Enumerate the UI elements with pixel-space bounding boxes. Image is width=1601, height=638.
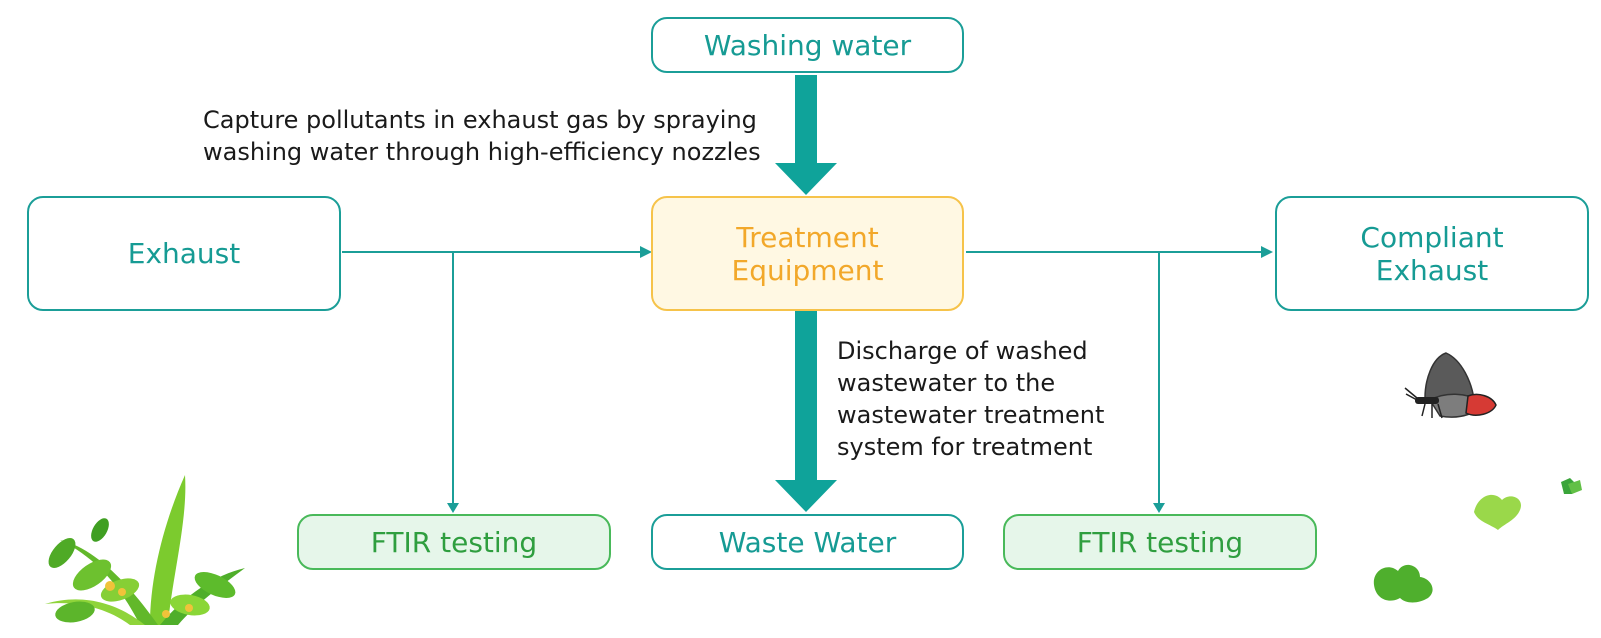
grass-plant-icon (45, 475, 245, 625)
discharge-annotation-line3: wastewater treatment (837, 401, 1105, 429)
waste-water-label: Waste Water (718, 525, 897, 559)
compliant-exhaust-node: Compliant Exhaust (1275, 196, 1589, 311)
compliant-to-ftir-arrow (1153, 252, 1165, 513)
spray-annotation-line2: washing water through high-efficiency no… (203, 138, 761, 166)
butterfly-icon (1404, 352, 1497, 419)
exhaust-label: Exhaust (127, 237, 241, 270)
treatment-equipment-node: Treatment Equipment (651, 196, 964, 311)
compliant-label-line2: Exhaust (1375, 253, 1489, 287)
exhaust-node: Exhaust (27, 196, 341, 311)
treatment-to-compliant-arrow (966, 246, 1273, 258)
ftir-testing-left-node: FTIR testing (297, 514, 611, 570)
leaf-icon (1373, 478, 1582, 603)
treatment-label-line1: Treatment (736, 220, 879, 254)
exhaust-to-ftir-arrow (447, 252, 459, 513)
spray-annotation-line1: Capture pollutants in exhaust gas by spr… (203, 106, 757, 134)
discharge-annotation: Discharge of washed wastewater to the wa… (837, 335, 1127, 463)
ftir-right-label: FTIR testing (1076, 525, 1244, 559)
discharge-annotation-line1: Discharge of washed (837, 337, 1088, 365)
wastewater-arrow (775, 310, 837, 512)
treatment-label-line2: Equipment (731, 253, 884, 287)
washing-water-arrow (775, 75, 837, 195)
washing-water-label: Washing water (703, 28, 912, 62)
washing-water-node: Washing water (651, 17, 964, 73)
waste-water-node: Waste Water (651, 514, 964, 570)
compliant-label-line1: Compliant (1360, 220, 1504, 254)
ftir-left-label: FTIR testing (370, 525, 538, 559)
spray-annotation: Capture pollutants in exhaust gas by spr… (203, 104, 783, 168)
discharge-annotation-line2: wastewater to the (837, 369, 1056, 397)
ftir-testing-right-node: FTIR testing (1003, 514, 1317, 570)
discharge-annotation-line4: system for treatment (837, 433, 1093, 461)
exhaust-to-treatment-arrow (342, 246, 652, 258)
